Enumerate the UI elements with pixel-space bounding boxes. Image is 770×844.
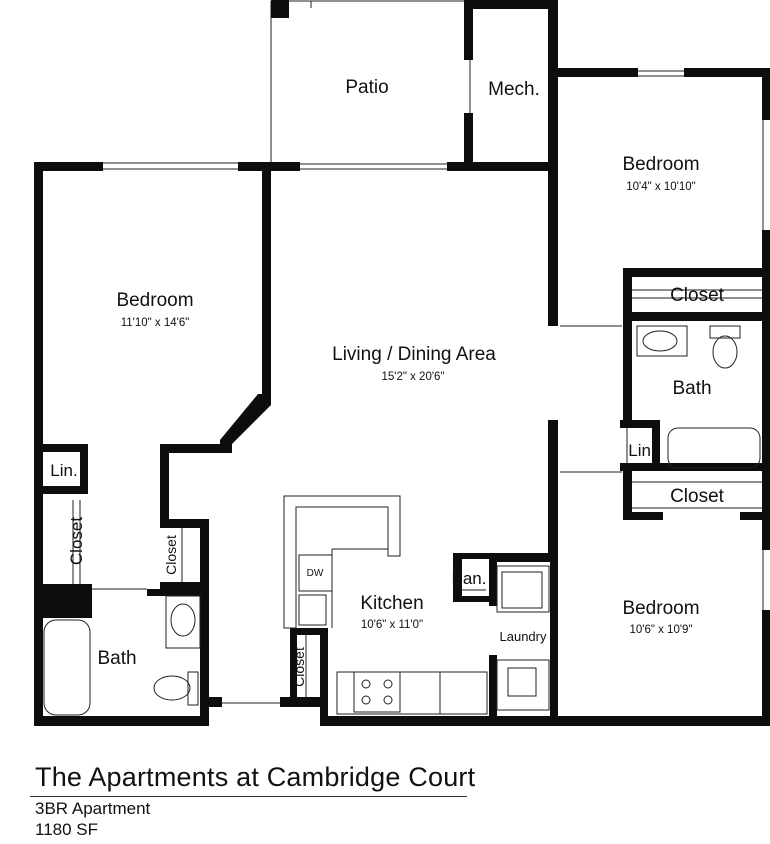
property-title: The Apartments at Cambridge Court <box>35 762 476 792</box>
label-bedroom-bottom-right-size: 10'6" x 10'9" <box>629 624 692 636</box>
title-rule <box>30 796 467 797</box>
label-bedroom-top-right: Bedroom <box>622 154 699 175</box>
label-kitchen-size: 10'6" x 11'0" <box>361 619 423 631</box>
label-bedroom-top-right-size: 10'4" x 10'10" <box>626 181 695 193</box>
stove <box>353 671 401 713</box>
label-bedroom-left: Bedroom <box>116 290 193 311</box>
dishwasher <box>298 554 333 592</box>
label-closet-left-small: Closet <box>163 535 179 575</box>
right-bath-sink <box>636 325 688 357</box>
label-closet-kitchen: Closet <box>291 647 307 687</box>
label-patio: Patio <box>345 77 388 98</box>
walls <box>34 0 770 726</box>
label-bath-right: Bath <box>672 378 711 399</box>
label-closet-left: Closet <box>67 517 86 565</box>
unit-area: 1180 SF <box>35 820 99 839</box>
label-living-size: 15'2" x 20'6" <box>381 371 444 383</box>
refrigerator <box>439 671 488 715</box>
left-bathtub <box>43 619 91 716</box>
rotated-labels: Closet Closet Closet <box>67 517 307 687</box>
right-bath-toilet <box>709 325 741 339</box>
left-bath-sink <box>165 595 201 649</box>
label-dw: DW <box>307 568 324 579</box>
label-living: Living / Dining Area <box>332 344 496 365</box>
label-bath-left: Bath <box>97 648 136 669</box>
label-laundry: Laundry <box>500 629 547 644</box>
unit-type: 3BR Apartment <box>35 799 151 818</box>
dryer <box>496 659 550 711</box>
label-closet-mid-right: Closet <box>670 486 725 507</box>
fixtures <box>43 325 761 716</box>
label-bedroom-left-size: 11'10" x 14'6" <box>121 317 190 329</box>
label-mech: Mech. <box>488 79 540 100</box>
floor-plan: Patio Mech. Bedroom 11'10" x 14'6" Livin… <box>34 0 770 726</box>
label-kitchen: Kitchen <box>360 593 423 614</box>
label-lin-right: Lin. <box>628 441 655 460</box>
sink <box>298 594 327 626</box>
washer <box>496 565 550 613</box>
label-bedroom-bottom-right: Bedroom <box>622 598 699 619</box>
label-pan: Pan. <box>452 569 487 588</box>
room-labels: Patio Mech. Bedroom 11'10" x 14'6" Livin… <box>50 77 724 669</box>
label-closet-top-right: Closet <box>670 285 725 306</box>
label-lin-left: Lin. <box>50 461 77 480</box>
right-bathtub <box>667 427 761 469</box>
